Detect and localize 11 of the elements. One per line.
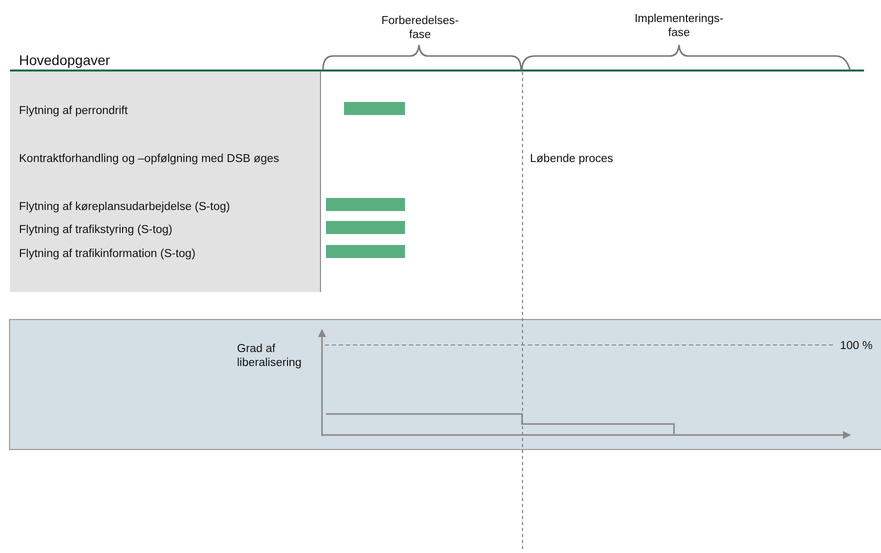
task-label: Flytning af perrondrift [19, 104, 129, 118]
column-heading: Hovedopgaver [19, 51, 112, 69]
phase-label: Forberedelses- fase [380, 14, 460, 42]
task-label: Flytning af køreplansudarbejdelse (S-tog) [19, 200, 231, 214]
task-label: Flytning af trafikstyring (S-tog) [19, 223, 174, 237]
process-note: Løbende proces [530, 152, 614, 166]
axis-title: Grad af liberalisering [237, 342, 303, 370]
tick-label: 100 % [840, 339, 874, 353]
phase-label: Implementerings- fase [634, 12, 724, 40]
task-label: Kontraktforhandling og –opfølgning med DSB øges [19, 152, 280, 166]
task-label: Flytning af trafikinformation (S-tog) [19, 247, 196, 261]
